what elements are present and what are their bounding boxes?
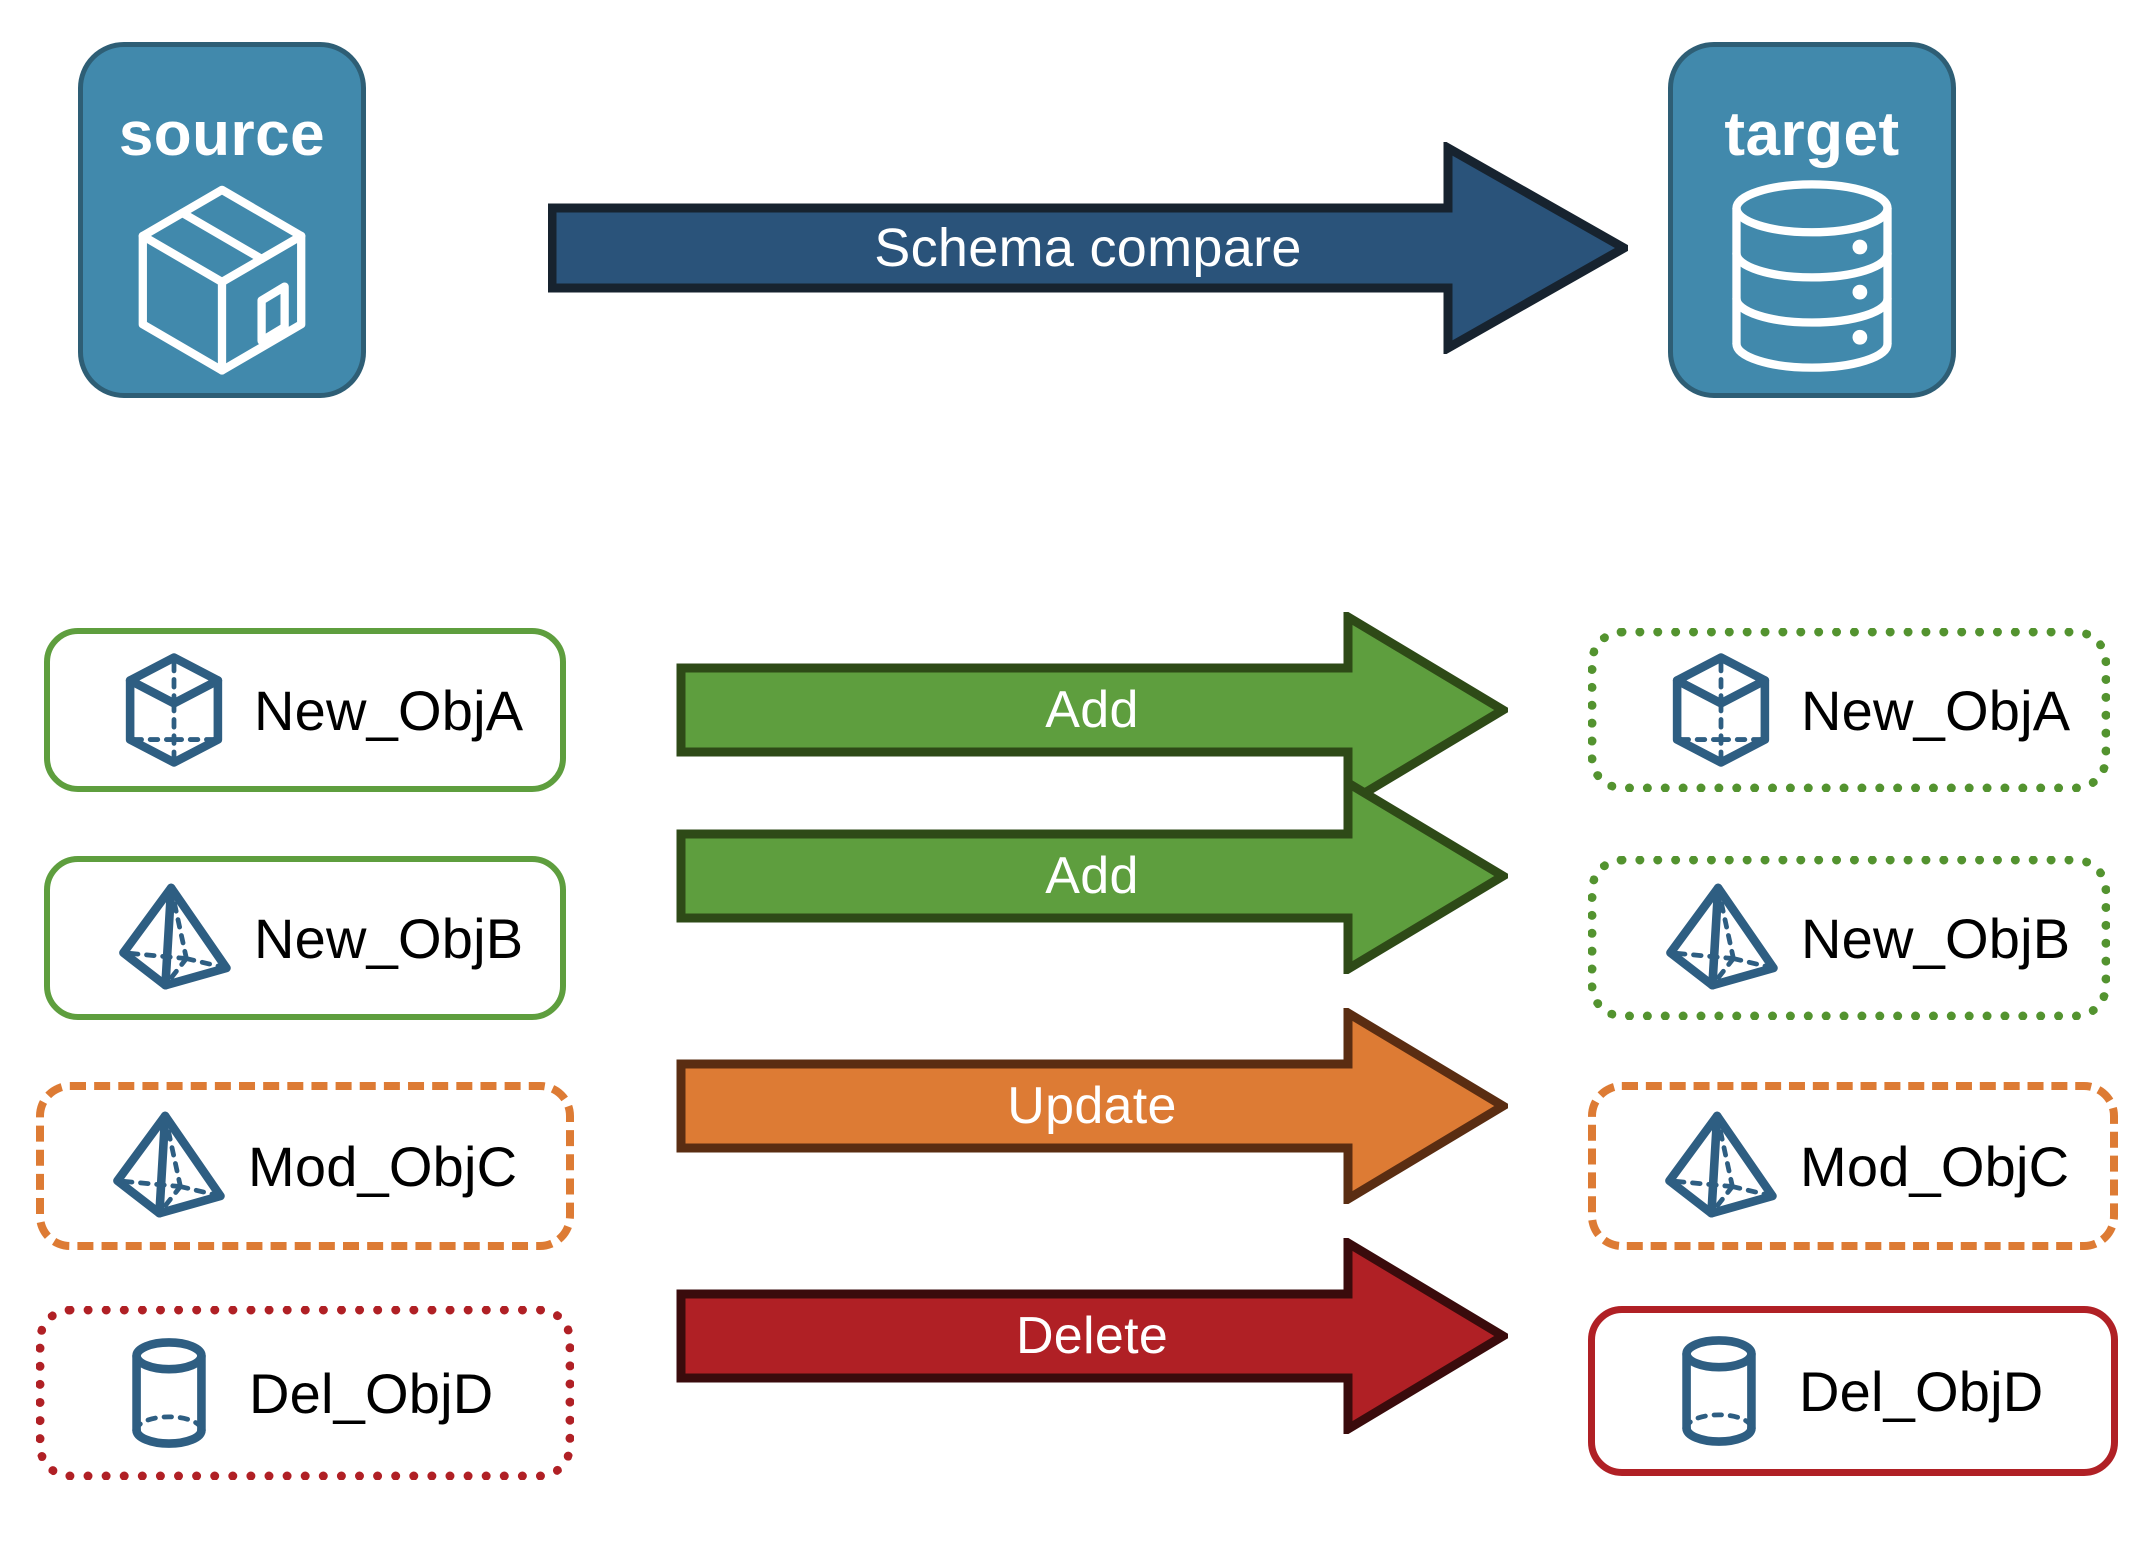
source-object-label: New_ObjA <box>254 678 524 742</box>
source-object-box[interactable]: New_ObjB <box>44 856 566 1020</box>
source-object-box[interactable]: New_ObjA <box>44 628 566 792</box>
source-object-box[interactable]: Del_ObjD <box>36 1306 574 1480</box>
target-object-box[interactable]: Del_ObjD <box>1588 1306 2118 1476</box>
package-box-icon <box>83 177 361 375</box>
row-action-arrow-delete[interactable]: Delete <box>676 1238 1508 1434</box>
source-object-label: Del_ObjD <box>249 1361 494 1425</box>
wireframe-pyramid-icon <box>112 876 236 1000</box>
target-object-label: New_ObjA <box>1801 678 2071 742</box>
target-object-box[interactable]: New_ObjB <box>1588 856 2110 1020</box>
row-action-arrow-update[interactable]: Update <box>676 1008 1508 1204</box>
source-object-label: Mod_ObjC <box>248 1134 518 1198</box>
database-cylinder-icon <box>1673 177 1951 375</box>
wireframe-pyramid-icon <box>1658 1104 1782 1228</box>
source-object-box[interactable]: Mod_ObjC <box>36 1082 574 1250</box>
wireframe-cylinder-icon <box>107 1331 231 1455</box>
wireframe-cube-icon <box>112 648 236 772</box>
wireframe-cube-icon <box>1659 648 1783 772</box>
wireframe-pyramid-icon <box>106 1104 230 1228</box>
row-action-arrow-add-2[interactable]: Add <box>676 778 1508 974</box>
target-object-label: New_ObjB <box>1801 906 2071 970</box>
target-object-box[interactable]: Mod_ObjC <box>1588 1082 2118 1250</box>
wireframe-pyramid-icon <box>1659 876 1783 1000</box>
source-card[interactable]: source <box>78 42 366 398</box>
wireframe-cylinder-icon <box>1657 1329 1781 1453</box>
target-object-label: Mod_ObjC <box>1800 1134 2070 1198</box>
source-card-title: source <box>118 100 326 169</box>
target-card-title: target <box>1724 100 1900 169</box>
source-object-label: New_ObjB <box>254 906 524 970</box>
target-card[interactable]: target <box>1668 42 1956 398</box>
target-object-box[interactable]: New_ObjA <box>1588 628 2110 792</box>
target-object-label: Del_ObjD <box>1799 1359 2044 1423</box>
schema-compare-arrow[interactable]: Schema compare <box>548 142 1628 354</box>
